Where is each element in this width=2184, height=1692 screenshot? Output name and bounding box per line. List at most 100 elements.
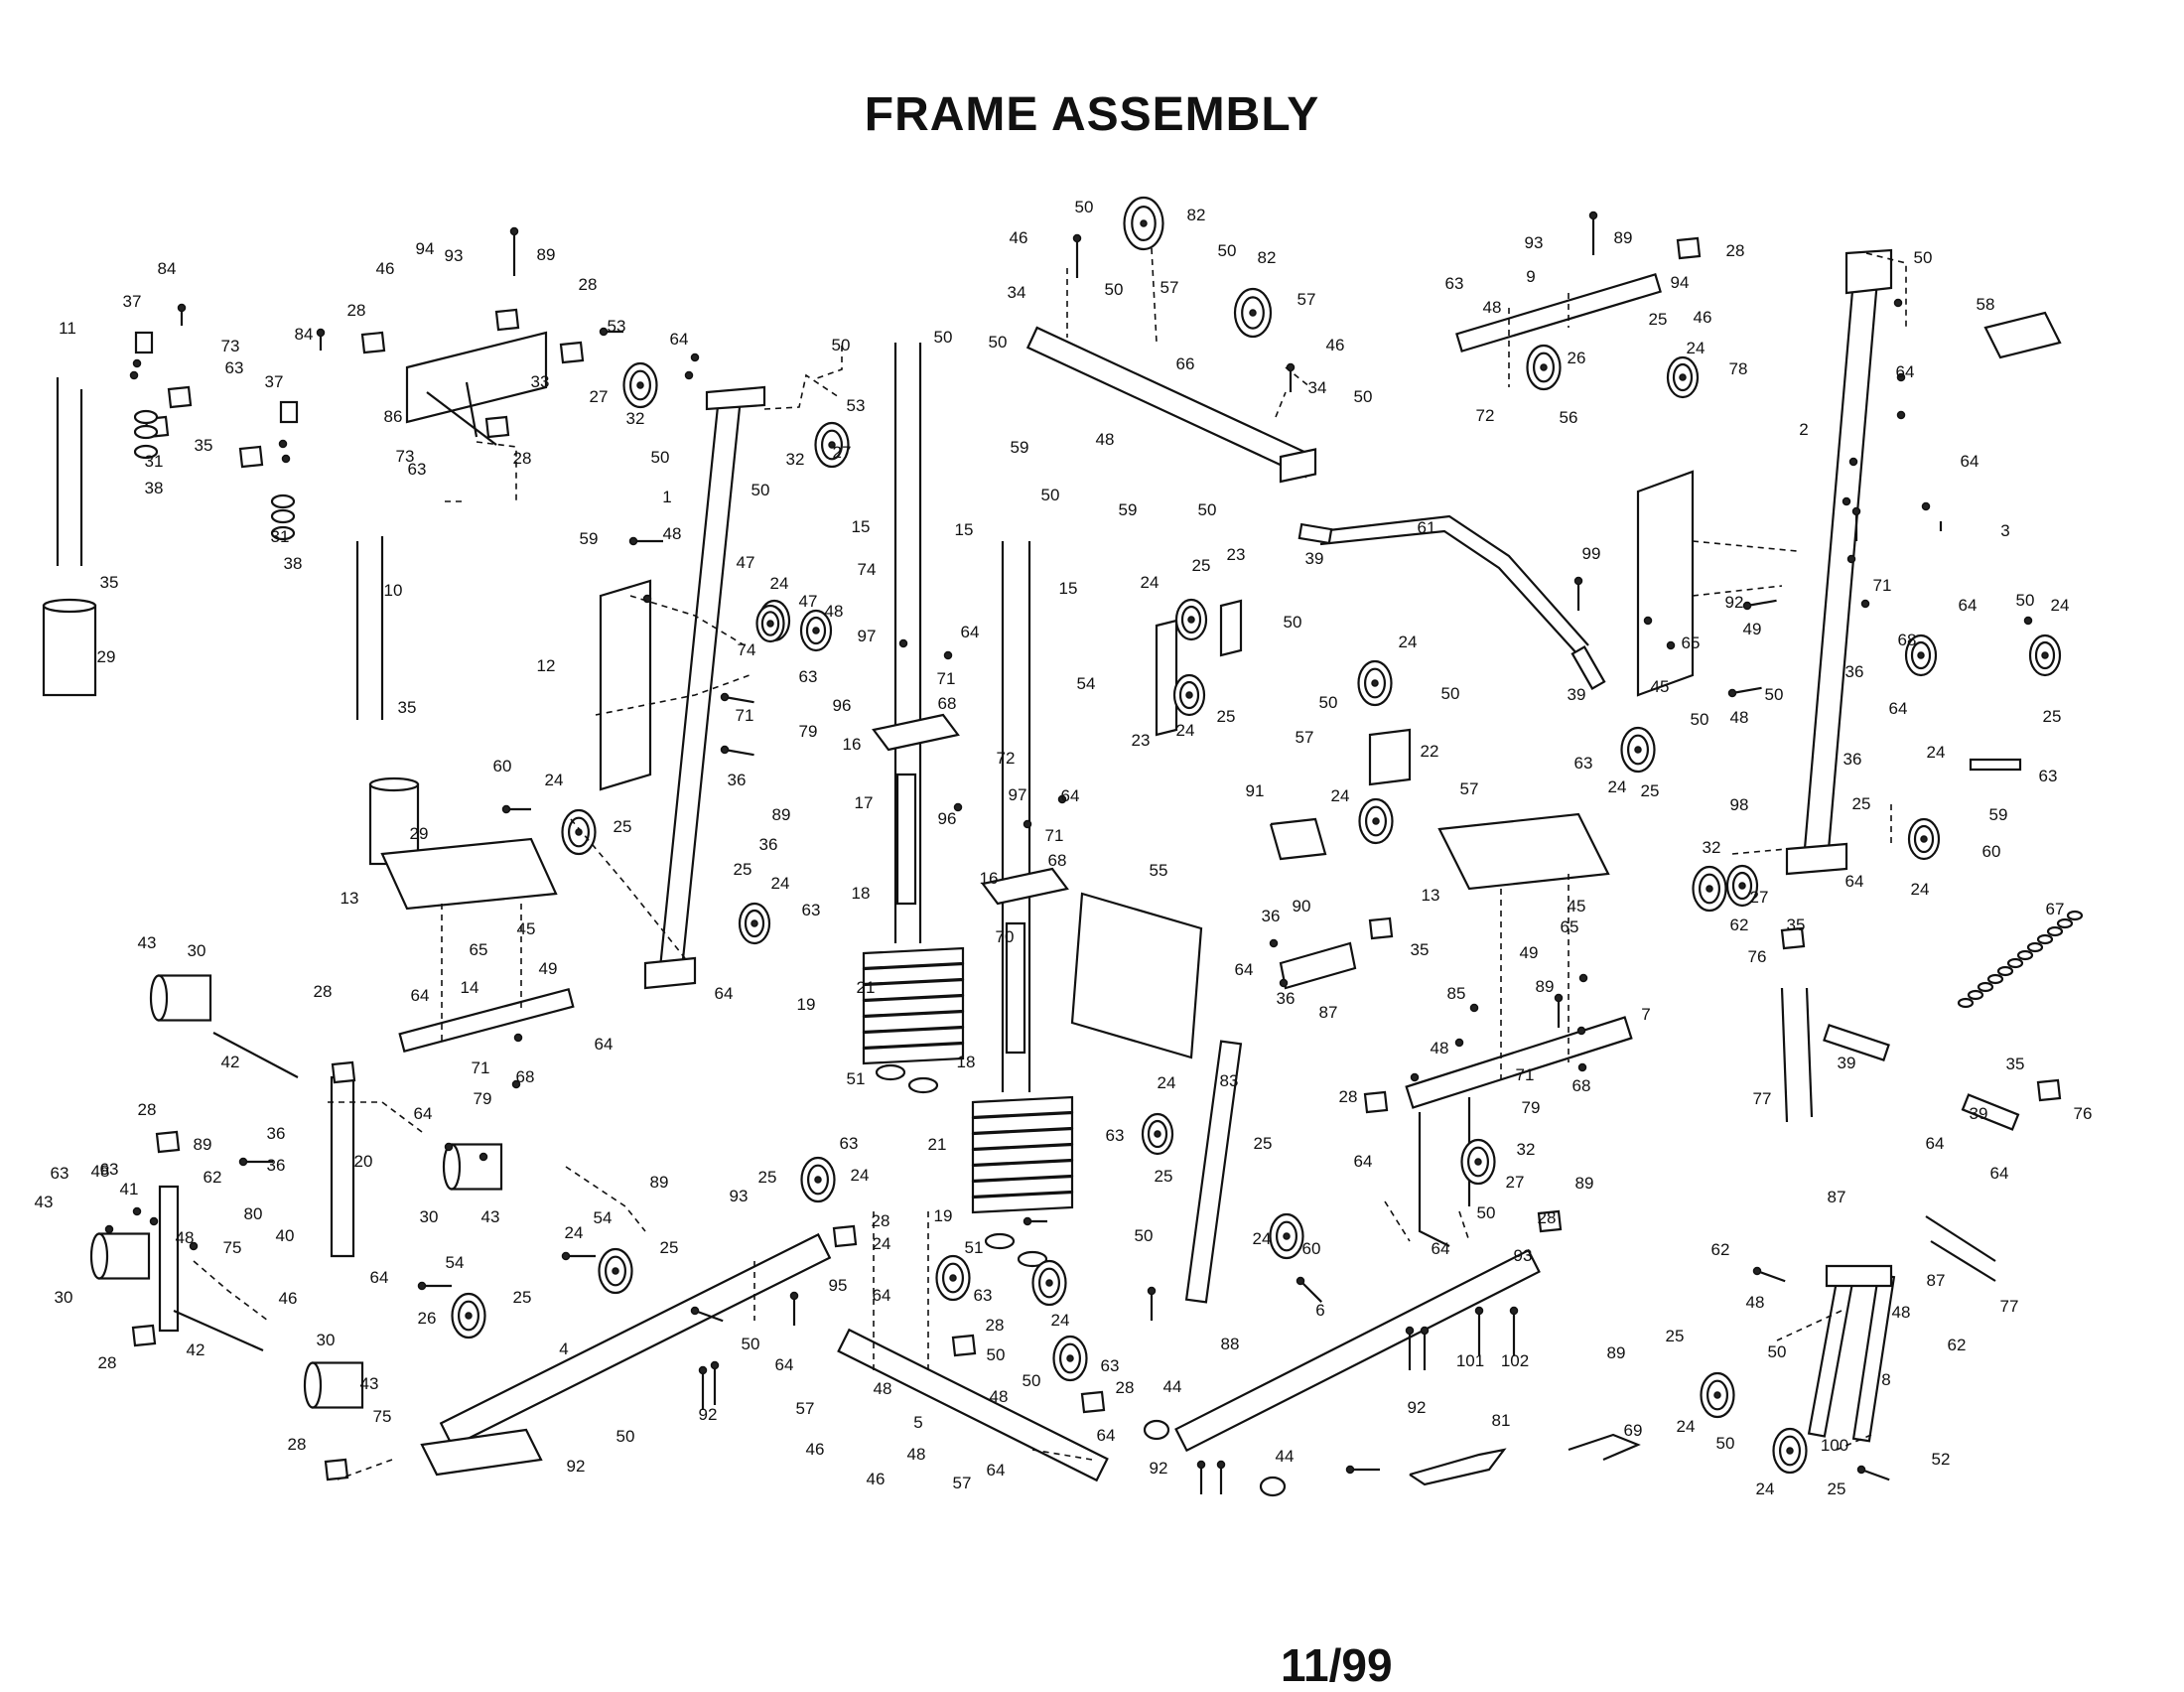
callout-32: 32: [1517, 1140, 1536, 1159]
frame-tube: [398, 987, 575, 1054]
callout-50: 50: [1716, 1434, 1735, 1453]
callout-70: 70: [996, 927, 1015, 946]
callout-59: 59: [1989, 805, 2008, 824]
callout-75: 75: [223, 1238, 242, 1257]
frame-tube: [439, 1232, 832, 1449]
washer-51: [875, 1063, 906, 1081]
callout-64: 64: [1926, 1134, 1945, 1153]
callout-94: 94: [416, 239, 435, 258]
end-cap: [238, 445, 264, 469]
callout-98: 98: [1730, 795, 1749, 814]
nut: [1469, 1003, 1479, 1013]
callout-74: 74: [738, 640, 756, 659]
end-cap: [360, 331, 386, 354]
callout-83: 83: [1220, 1071, 1239, 1090]
pulley-groove: [806, 1164, 829, 1196]
pulley-groove: [1058, 1342, 1081, 1374]
callout-10: 10: [384, 581, 403, 600]
callout-57: 57: [1297, 290, 1316, 309]
callout-63: 63: [840, 1134, 859, 1153]
pulley-groove: [1532, 352, 1555, 383]
strap-81: [1409, 1448, 1507, 1486]
pulley-groove: [1178, 680, 1200, 710]
callout-50: 50: [2016, 591, 2035, 610]
bolt-head: [177, 303, 187, 313]
callout-53: 53: [608, 317, 626, 336]
callout-96: 96: [938, 809, 957, 828]
callout-89: 89: [772, 805, 791, 824]
callout-9: 9: [1526, 267, 1535, 286]
callout-94: 94: [1671, 273, 1690, 292]
callout-64: 64: [715, 984, 734, 1003]
callout-11: 11: [59, 319, 76, 338]
callout-25: 25: [660, 1238, 679, 1257]
callout-85: 85: [1447, 984, 1466, 1003]
bolt-head: [1216, 1460, 1226, 1470]
press-bar-61: [1319, 514, 1589, 646]
callout-51: 51: [965, 1238, 984, 1257]
pulley-hub: [1679, 373, 1687, 381]
callout-48: 48: [874, 1379, 892, 1398]
pulley-groove: [1241, 296, 1265, 330]
callout-25: 25: [1828, 1480, 1846, 1498]
callout-49: 49: [539, 959, 558, 978]
callout-25: 25: [1649, 310, 1668, 329]
nut: [1921, 501, 1931, 511]
nut: [953, 802, 963, 812]
spacer: [133, 424, 159, 440]
pulley-hub: [751, 919, 758, 927]
callout-39: 39: [1970, 1104, 1988, 1123]
callout-26: 26: [1568, 349, 1586, 367]
pulley-hub: [1540, 363, 1548, 371]
callout-44: 44: [1276, 1447, 1295, 1466]
callout-84: 84: [158, 259, 177, 278]
callout-59: 59: [1119, 500, 1138, 519]
callout-58: 58: [1977, 295, 1995, 314]
pulley-hub: [1713, 1391, 1721, 1399]
part-callouts: 1184377363353138352984377363313810352994…: [35, 198, 2093, 1498]
callout-60: 60: [1982, 842, 2001, 861]
callout-45: 45: [517, 919, 536, 938]
callout-63: 63: [1106, 1126, 1125, 1145]
pulley-groove: [760, 611, 780, 636]
nut: [1576, 1026, 1586, 1036]
pulley-hub: [1371, 679, 1379, 687]
bolt: [1731, 686, 1762, 695]
callout-71: 71: [1516, 1065, 1535, 1084]
nut: [1057, 794, 1067, 804]
chain-link-67: [2026, 941, 2044, 953]
callout-68: 68: [1048, 851, 1067, 870]
callout-17: 17: [855, 793, 874, 812]
pulley-hub: [465, 1312, 473, 1320]
callout-64: 64: [1354, 1152, 1373, 1171]
frame-line: [426, 391, 497, 446]
callout-43: 43: [138, 933, 157, 952]
callout-46: 46: [1010, 228, 1028, 247]
arm-77b: [1925, 1215, 1996, 1262]
callout-27: 27: [1506, 1173, 1525, 1192]
callout-50: 50: [987, 1345, 1006, 1364]
pulley-hub: [1706, 885, 1713, 893]
end-cap: [331, 1060, 356, 1084]
bolt-head: [1554, 993, 1564, 1003]
bolt: [1756, 1269, 1786, 1283]
callout-36: 36: [1277, 989, 1296, 1008]
callout-71: 71: [1873, 576, 1892, 595]
assembly-guide-line: [1285, 366, 1311, 388]
end-cap: [1080, 1390, 1106, 1414]
pulley-hub: [1917, 651, 1925, 659]
callout-50: 50: [1198, 500, 1217, 519]
pulley-groove: [1180, 605, 1202, 634]
callout-28: 28: [579, 275, 598, 294]
nut: [642, 594, 652, 604]
callout-38: 38: [145, 479, 164, 497]
callout-48: 48: [663, 524, 682, 543]
callout-50: 50: [1691, 710, 1709, 729]
assembly-guide-line: [595, 674, 751, 716]
callout-64: 64: [1097, 1426, 1116, 1445]
callout-36: 36: [759, 835, 778, 854]
nut: [1577, 1062, 1587, 1072]
callout-36: 36: [267, 1156, 286, 1175]
nut: [1279, 978, 1289, 988]
callout-19: 19: [934, 1206, 953, 1225]
